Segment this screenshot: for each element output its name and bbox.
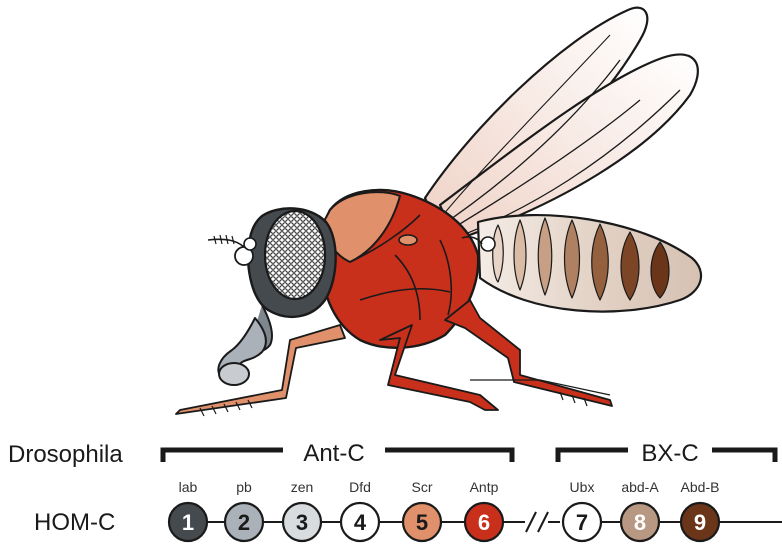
gene-number: 5 bbox=[416, 510, 428, 535]
gene-name: Abd-B bbox=[681, 479, 720, 495]
gene-number: 4 bbox=[354, 510, 367, 535]
gene-name: abd-A bbox=[621, 479, 659, 495]
gene-name: lab bbox=[179, 479, 198, 495]
gene-3: zen 3 bbox=[283, 479, 321, 541]
ant-c-label: Ant-C bbox=[303, 440, 364, 467]
gene-name: pb bbox=[236, 479, 252, 495]
ant-c-bracket: Ant-C bbox=[163, 440, 512, 467]
gene-name: Scr bbox=[412, 479, 433, 495]
gene-number: 7 bbox=[576, 510, 588, 535]
complex-label: HOM-C bbox=[34, 509, 115, 536]
break-mark bbox=[538, 512, 548, 532]
gene-name: Ubx bbox=[570, 479, 595, 495]
gene-name: Dfd bbox=[349, 479, 371, 495]
break-mark bbox=[526, 512, 536, 532]
bx-c-bracket: BX-C bbox=[558, 440, 775, 467]
gene-name: zen bbox=[291, 479, 314, 495]
head bbox=[208, 208, 336, 385]
gene-7: Ubx 7 bbox=[563, 479, 601, 541]
gene-5: Scr 5 bbox=[403, 479, 441, 541]
gene-number: 9 bbox=[694, 510, 706, 535]
gene-8: abd-A 8 bbox=[621, 479, 659, 541]
gene-2: pb 2 bbox=[225, 479, 263, 541]
gene-number: 3 bbox=[296, 510, 308, 535]
gene-9: Abd-B 9 bbox=[681, 479, 720, 541]
wings bbox=[425, 8, 698, 240]
gene-1: lab 1 bbox=[169, 479, 207, 541]
gene-number: 6 bbox=[478, 510, 490, 535]
fly-illustration bbox=[176, 8, 701, 416]
gene-6: Antp 6 bbox=[465, 479, 503, 541]
bx-c-label: BX-C bbox=[641, 440, 698, 467]
gene-number: 8 bbox=[634, 510, 646, 535]
gene-number: 2 bbox=[238, 510, 250, 535]
abdomen bbox=[478, 215, 701, 312]
gene-number: 1 bbox=[182, 510, 194, 535]
gene-4: Dfd 4 bbox=[341, 479, 379, 541]
compound-eye bbox=[265, 211, 325, 299]
species-label: Drosophila bbox=[8, 441, 123, 468]
gene-name: Antp bbox=[470, 479, 499, 495]
